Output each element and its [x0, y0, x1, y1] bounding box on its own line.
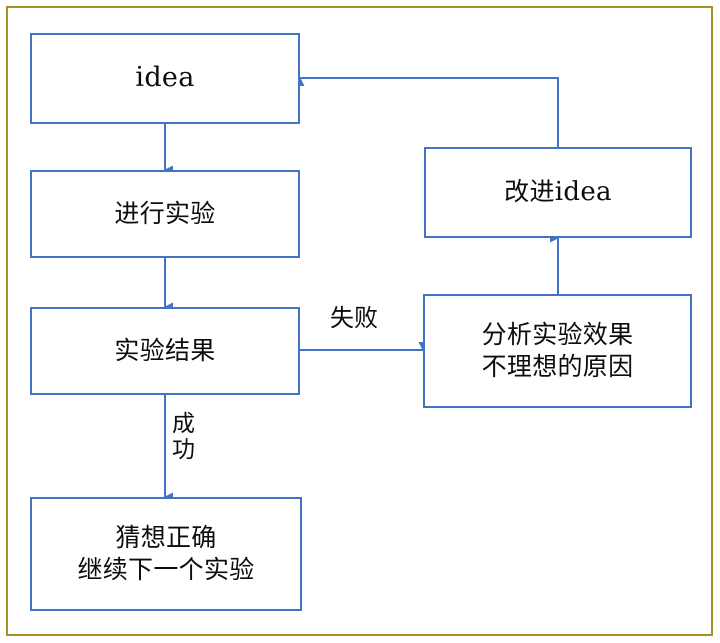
node-improve-label-cn: 改进	[504, 176, 555, 206]
node-result[interactable]: 实验结果	[30, 307, 300, 395]
node-analyze-cause[interactable]: 分析实验效果 不理想的原因	[423, 294, 692, 408]
edge-label-success: 成 功	[172, 411, 195, 463]
node-experiment-label: 进行实验	[114, 199, 216, 228]
node-success-next-experiment[interactable]: 猜想正确 继续下一个实验	[30, 497, 302, 611]
node-idea[interactable]: idea	[30, 33, 300, 124]
outer-border-frame	[6, 6, 713, 636]
node-success-label: 猜想正确 继续下一个实验	[77, 523, 255, 584]
node-analyze-label: 分析实验效果 不理想的原因	[481, 320, 634, 381]
node-experiment[interactable]: 进行实验	[30, 170, 300, 258]
node-improve-idea[interactable]: 改进idea	[424, 147, 692, 238]
edge-label-fail: 失败	[330, 304, 378, 332]
node-result-label: 实验结果	[114, 336, 216, 365]
node-improve-label: 改进idea	[504, 176, 612, 209]
node-improve-label-en: idea	[554, 176, 612, 207]
node-idea-label: idea	[135, 62, 195, 94]
